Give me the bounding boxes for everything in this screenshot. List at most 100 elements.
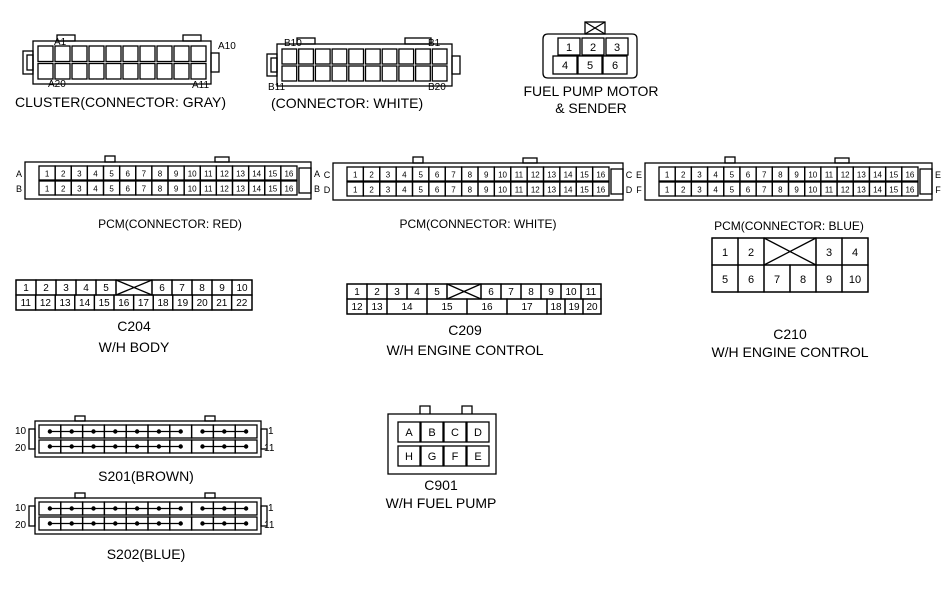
pin-label: 1	[665, 186, 670, 195]
connector-body	[542, 33, 638, 79]
pin-cell	[122, 62, 139, 80]
pcm-white-caption: PCM(CONNECTOR: WHITE)	[399, 217, 556, 231]
pin-cell	[331, 48, 348, 65]
pin-label: 6	[125, 170, 130, 179]
pin-label: 10	[188, 185, 197, 194]
pin-label: 2	[369, 171, 374, 180]
pin-cell	[466, 421, 490, 443]
pin-label: 11	[825, 171, 834, 180]
cluster-caption: CLUSTER(CONNECTOR: GRAY)	[15, 94, 226, 110]
pin-label: 15	[889, 186, 898, 195]
pin-cell	[71, 62, 88, 80]
pin-label: 4	[93, 170, 98, 179]
pin-label: 17	[521, 302, 533, 313]
row-letter: A	[16, 169, 22, 179]
pin-label: 3	[394, 287, 400, 298]
pin-label: 6	[488, 287, 494, 298]
pin-label: 2	[681, 171, 686, 180]
pin-cell	[190, 45, 207, 63]
cluster-label-a1: A1	[54, 37, 67, 48]
pin-label: 11	[586, 287, 597, 298]
pin-cell	[557, 37, 581, 56]
pin-label: 5	[418, 171, 423, 180]
pin-label: 9	[174, 170, 179, 179]
pcm-red-caption: PCM(CONNECTOR: RED)	[98, 217, 242, 231]
row-letter: D	[324, 185, 331, 195]
s201-connector: 10 1 20 11 S201(BROWN)	[15, 415, 275, 484]
blank-cross	[763, 237, 817, 266]
blank-cell	[584, 21, 606, 35]
pin-label: 5	[109, 170, 114, 179]
locking-tab	[56, 34, 76, 42]
pin-label: 12	[40, 298, 52, 309]
pin-label: F	[452, 451, 459, 463]
pin-cell	[314, 65, 331, 82]
pin-cell	[901, 166, 919, 182]
latch-ear	[260, 428, 268, 450]
pin-label: 8	[778, 171, 783, 180]
cluster-label-a20: A20	[48, 79, 66, 90]
pin-cell	[348, 65, 365, 82]
pin-label: 15	[268, 185, 277, 194]
pin-label: 8	[468, 186, 473, 195]
blank-pin	[115, 279, 153, 296]
pin-label: 16	[905, 186, 914, 195]
blank-cross	[115, 279, 153, 296]
pin-label: 3	[614, 42, 620, 54]
pin-label: 13	[857, 186, 866, 195]
pin-label: 14	[873, 186, 882, 195]
pin-cell	[173, 62, 190, 80]
c209-caption-1: C209	[448, 322, 482, 338]
pin-label: 6	[612, 60, 618, 72]
pin-label: 12	[841, 171, 850, 180]
pin-cell	[298, 48, 315, 65]
pin-label: 14	[564, 171, 573, 180]
pin-label: 2	[590, 42, 596, 54]
blank-pin	[763, 237, 817, 266]
pin-label: H	[405, 451, 413, 463]
pin-label: 10	[498, 186, 507, 195]
pin-cell	[466, 445, 490, 467]
row-letter: B	[16, 184, 22, 194]
pin-cell	[602, 55, 628, 75]
pin-cell	[397, 421, 421, 443]
pin-label: 20	[586, 302, 598, 313]
pin-cell	[398, 65, 415, 82]
pin-label: 15	[580, 171, 589, 180]
pin-label: 4	[83, 283, 89, 294]
pin-label: 11	[21, 298, 32, 309]
s201-label-1: 1	[268, 426, 274, 437]
c204-caption-1: C204	[117, 318, 151, 334]
pin-label: 16	[481, 302, 493, 313]
pin-label: 9	[548, 287, 554, 298]
latch-inner	[270, 57, 278, 73]
blank-pin	[446, 283, 482, 300]
pin-label: 3	[386, 171, 391, 180]
pin-cell	[431, 48, 448, 65]
pin-cell	[841, 264, 869, 293]
pin-cell	[420, 421, 444, 443]
cluster-connector: A1 A10 A20 A11 CLUSTER(CONNECTOR: GRAY)	[15, 34, 236, 110]
blank-cross	[584, 21, 606, 35]
pin-label: 3	[63, 283, 69, 294]
pin-label: 3	[697, 171, 702, 180]
pin-label: 4	[562, 60, 568, 72]
pin-label: 5	[722, 274, 728, 286]
pin-label: 13	[236, 170, 245, 179]
key-tab	[584, 21, 606, 35]
pin-cell	[281, 48, 298, 65]
row-letter: D	[626, 185, 633, 195]
pin-label: 10	[808, 171, 817, 180]
c209-caption-2: W/H ENGINE CONTROL	[386, 342, 543, 358]
s201-caption: S201(BROWN)	[98, 468, 194, 484]
pin-label: 4	[414, 287, 420, 298]
pin-label: 11	[204, 185, 213, 194]
pin-label: 13	[547, 171, 556, 180]
pin-label: 12	[220, 185, 229, 194]
pin-label: 3	[697, 186, 702, 195]
locking-tab	[296, 37, 316, 45]
